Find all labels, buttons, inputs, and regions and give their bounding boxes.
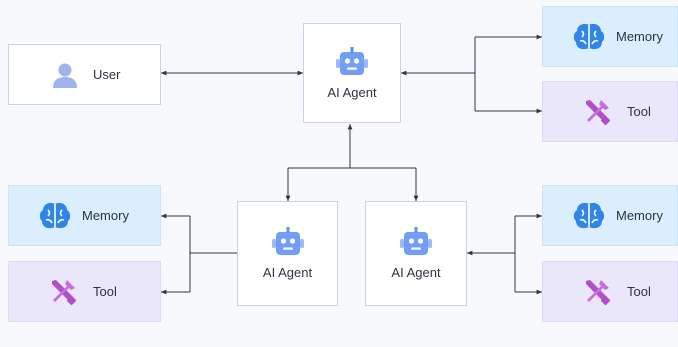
user-label: User bbox=[93, 67, 121, 82]
user-icon bbox=[49, 59, 81, 91]
left-agent-label: AI Agent bbox=[262, 265, 313, 280]
brain-icon bbox=[38, 201, 72, 231]
top-tool-label: Tool bbox=[627, 104, 651, 119]
right-tool-label: Tool bbox=[627, 284, 651, 299]
top-memory-label: Memory bbox=[616, 29, 663, 44]
robot-icon bbox=[400, 227, 432, 257]
left-memory-label: Memory bbox=[82, 208, 129, 223]
robot-icon bbox=[271, 227, 304, 257]
tools-icon bbox=[49, 278, 77, 306]
tools-icon bbox=[583, 98, 611, 126]
top-memory-node: Memory bbox=[542, 6, 678, 67]
left-agent-node: AI Agent bbox=[237, 201, 338, 306]
top-agent-node: AI Agent bbox=[303, 23, 401, 123]
brain-icon bbox=[572, 22, 606, 52]
right-memory-label: Memory bbox=[616, 208, 663, 223]
right-memory-node: Memory bbox=[542, 185, 678, 246]
tools-icon bbox=[583, 278, 611, 306]
right-agent-label: AI Agent bbox=[391, 265, 441, 280]
top-tool-node: Tool bbox=[542, 81, 678, 142]
left-tool-node: Tool bbox=[8, 261, 161, 322]
top-agent-label: AI Agent bbox=[327, 84, 377, 100]
left-memory-node: Memory bbox=[8, 185, 161, 246]
right-tool-node: Tool bbox=[542, 261, 678, 322]
brain-icon bbox=[572, 201, 606, 231]
left-tool-label: Tool bbox=[93, 284, 117, 299]
right-agent-node: AI Agent bbox=[365, 201, 467, 306]
robot-icon bbox=[336, 46, 368, 77]
user-node: User bbox=[8, 44, 161, 105]
